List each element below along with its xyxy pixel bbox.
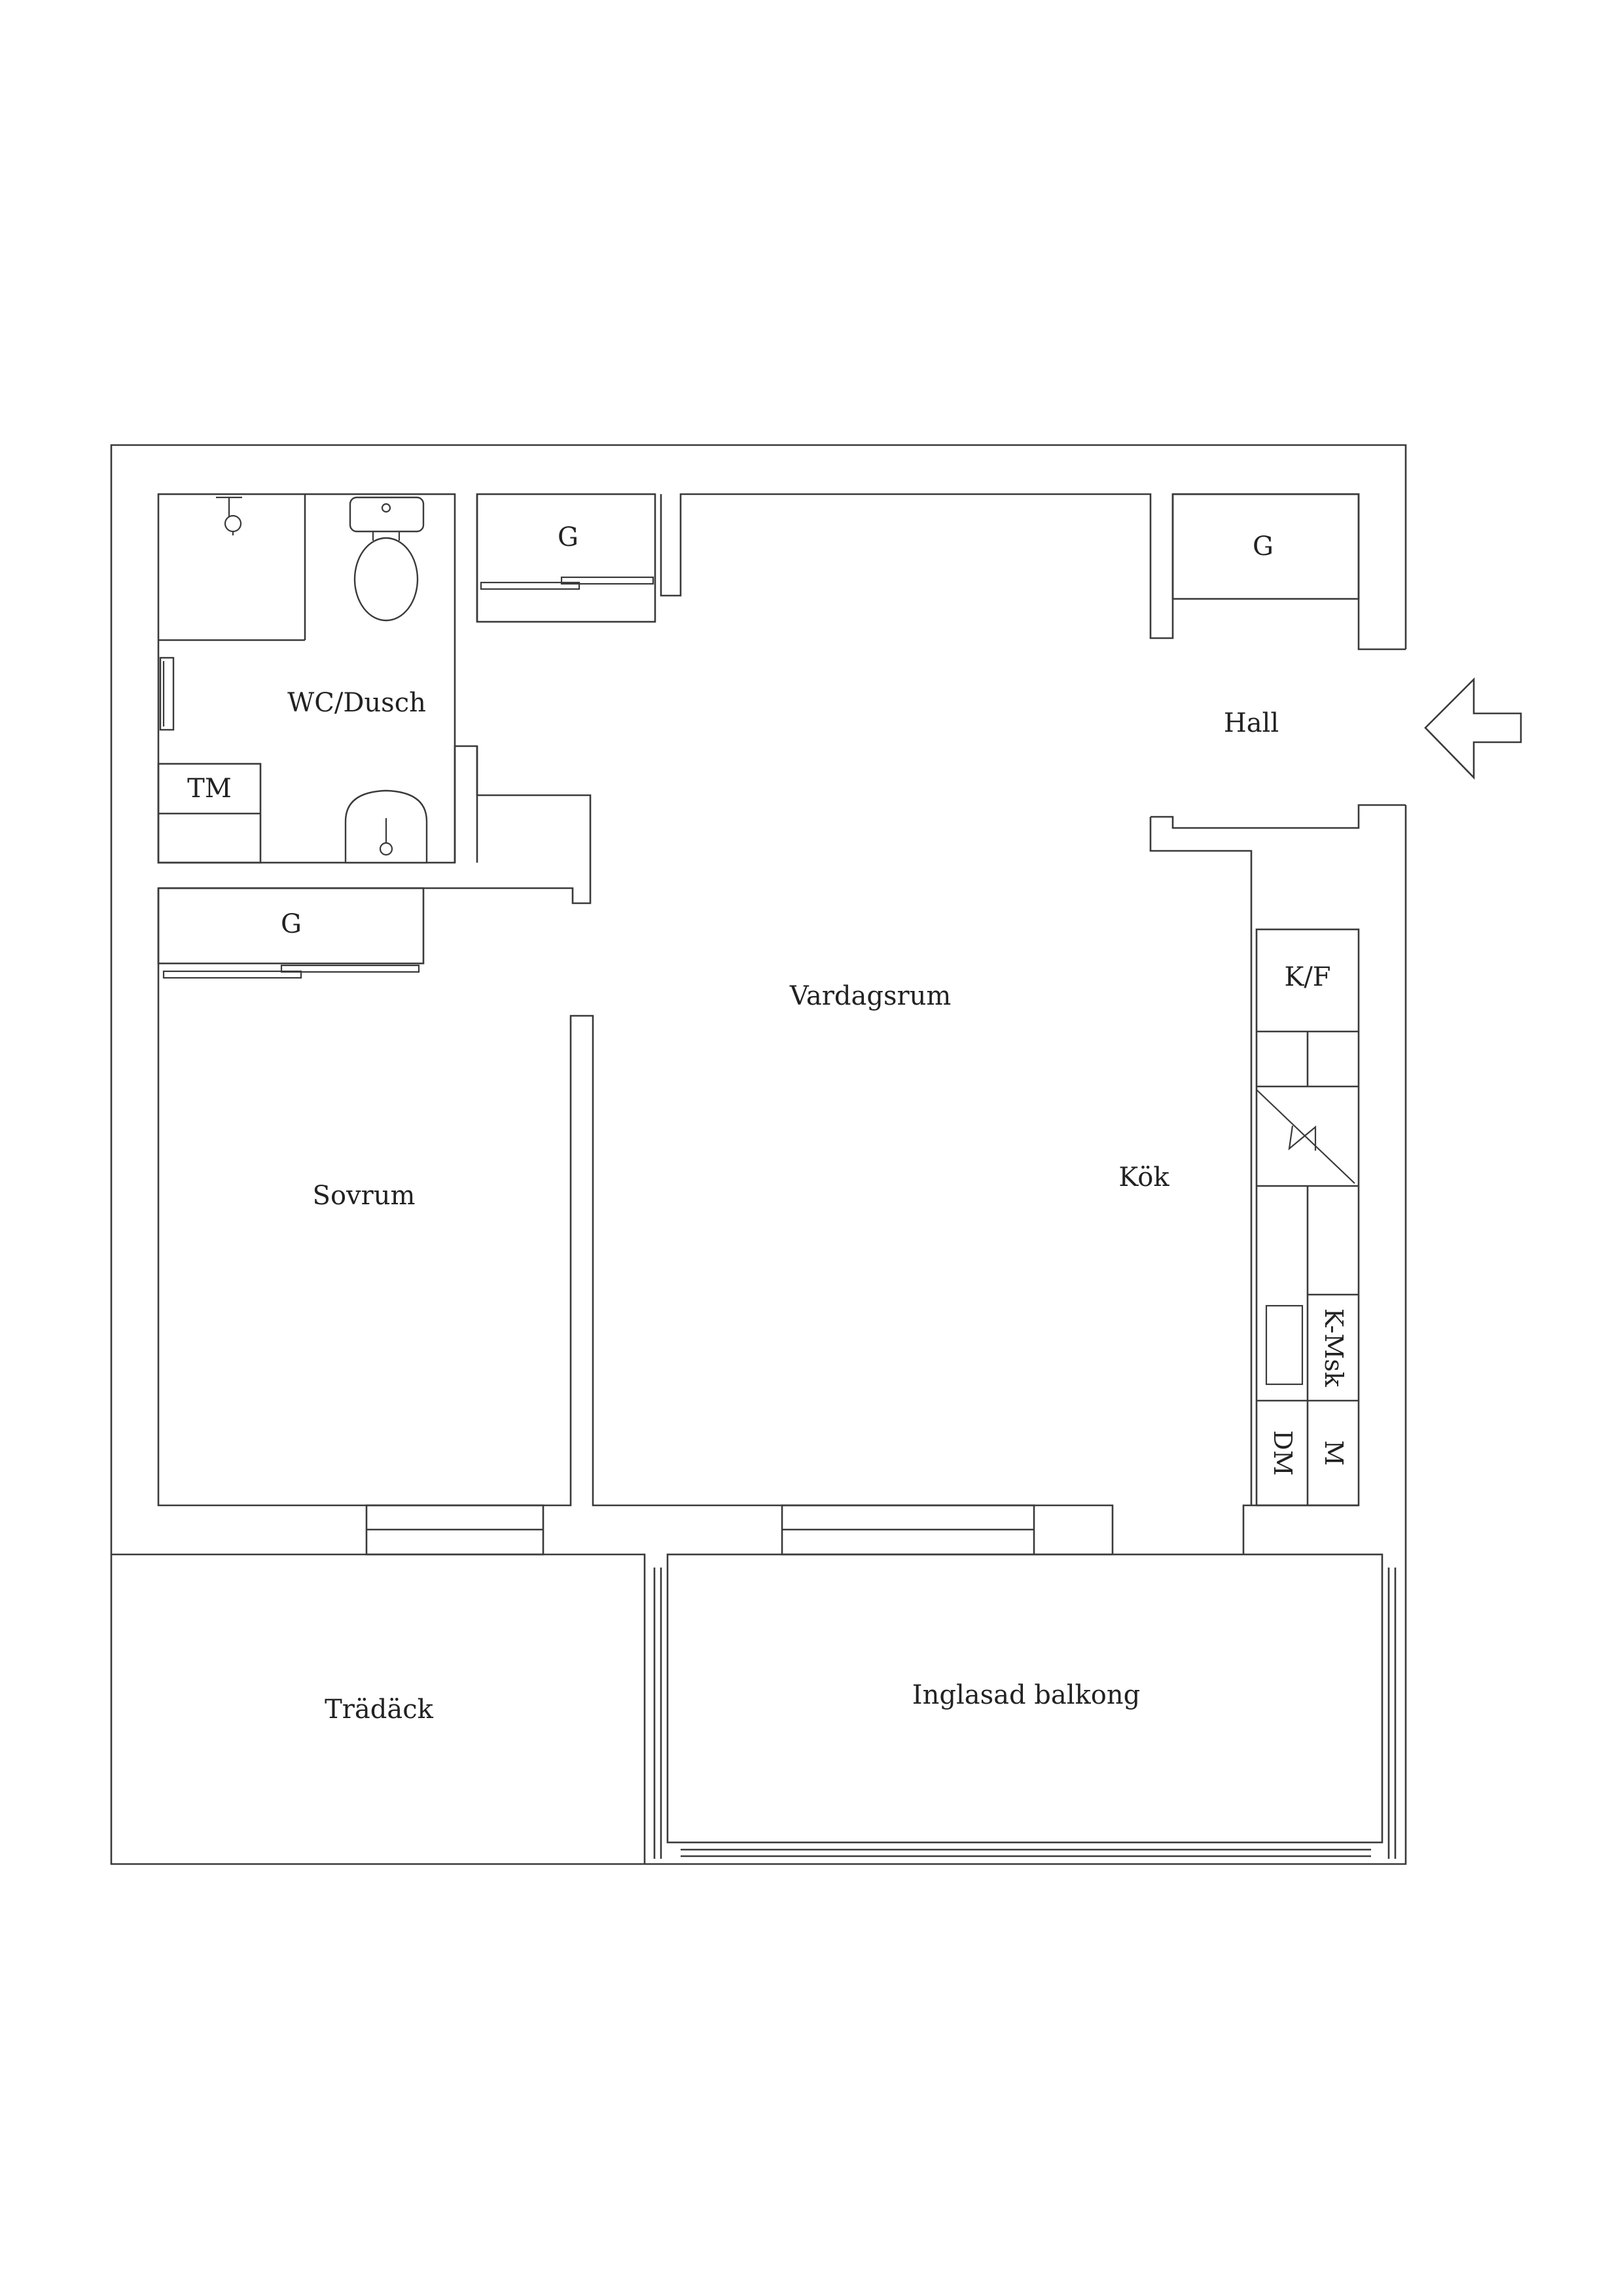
- outer-walls: [110, 444, 1407, 1865]
- interior-walls-upper: [158, 745, 592, 905]
- kitchen-counter: [1255, 928, 1360, 1507]
- stove-icon: [1256, 1089, 1355, 1184]
- bedroom-walls: [157, 888, 1114, 1554]
- label-deck: Trädäck: [325, 1695, 434, 1725]
- label-dishwasher-cabinet: K-Msk: [1319, 1308, 1348, 1388]
- washbasin-icon: [344, 789, 428, 864]
- label-closet-bedroom: G: [281, 909, 302, 939]
- sink-icon: [1265, 1304, 1304, 1386]
- entrance-arrow-icon: [1424, 677, 1522, 780]
- toilet-icon: [349, 496, 425, 622]
- label-hall: Hall: [1224, 708, 1279, 738]
- label-balcony: Inglasad balkong: [912, 1680, 1140, 1710]
- label-tm: TM: [187, 774, 232, 804]
- outdoor-areas: [111, 1553, 1397, 1864]
- label-fridge: K/F: [1284, 962, 1330, 992]
- label-bedroom: Sovrum: [313, 1181, 416, 1211]
- closet-wc-sliding-doors: [480, 576, 654, 590]
- label-closet-hall: G: [1253, 531, 1274, 562]
- towel-radiator-icon: [159, 656, 175, 731]
- label-living: Vardagsrum: [789, 981, 952, 1011]
- label-closet-wc: G: [558, 522, 579, 552]
- hall-walls: [1149, 493, 1406, 1505]
- label-kitchen: Kök: [1118, 1162, 1169, 1193]
- label-dishwasher: DM: [1268, 1430, 1297, 1475]
- label-microwave: M: [1319, 1441, 1348, 1466]
- label-wc: WC/Dusch: [287, 688, 426, 718]
- windows: [365, 1504, 1359, 1556]
- bathroom-walls: [157, 493, 656, 864]
- shower-icon: [216, 496, 242, 535]
